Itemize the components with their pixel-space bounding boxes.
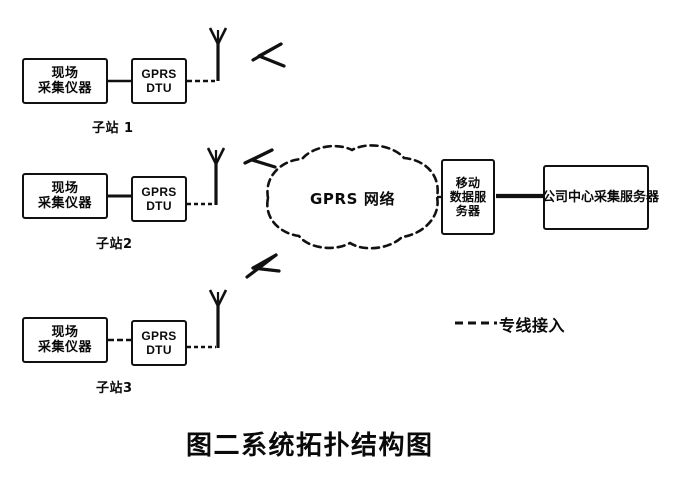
gprs-dtu-box-3[interactable]: GPRS DTU bbox=[131, 320, 187, 366]
field-device-label-line1: 现场 bbox=[51, 180, 79, 196]
substation-caption-3: 子站3 bbox=[96, 381, 133, 396]
gprs-dtu-label-line2: DTU bbox=[146, 199, 172, 213]
mobile-data-server-label-line2: 数据服 bbox=[449, 189, 487, 204]
figure-caption: 图二系统拓扑结构图 bbox=[186, 431, 434, 461]
gprs-dtu-label-line1: GPRS bbox=[141, 184, 177, 199]
field-device-box-1[interactable]: 现场 采集仪器 bbox=[22, 58, 108, 104]
antenna-icon-2 bbox=[206, 147, 226, 205]
company-server-label: 公司中心采集服务器 bbox=[542, 189, 660, 205]
gprs-dtu-label-line2: DTU bbox=[146, 81, 172, 95]
legend-label: 专线接入 bbox=[499, 316, 566, 335]
field-device-box-2[interactable]: 现场 采集仪器 bbox=[22, 173, 108, 219]
field-device-label-line1: 现场 bbox=[51, 324, 79, 340]
field-device-label-line2: 采集仪器 bbox=[37, 81, 92, 96]
substation-caption-1: 子站 1 bbox=[92, 121, 134, 136]
gprs-dtu-box-2[interactable]: GPRS DTU bbox=[131, 176, 187, 222]
field-device-label-line1: 现场 bbox=[51, 65, 79, 81]
field-device-label-line2: 采集仪器 bbox=[37, 340, 92, 355]
gprs-cloud-label: GPRS 网络 bbox=[310, 190, 396, 208]
radio-wave-icon-3 bbox=[245, 253, 281, 279]
antenna-icon-1 bbox=[208, 27, 228, 81]
field-device-box-3[interactable]: 现场 采集仪器 bbox=[22, 317, 108, 363]
gprs-dtu-label-line2: DTU bbox=[146, 343, 172, 357]
company-server-box[interactable]: 公司中心采集服务器 bbox=[542, 165, 660, 230]
radio-wave-icon-1 bbox=[251, 42, 286, 68]
gprs-dtu-box-1[interactable]: GPRS DTU bbox=[131, 58, 187, 104]
radio-wave-icon-2 bbox=[243, 148, 277, 169]
mobile-data-server-label-line3: 务器 bbox=[455, 204, 481, 219]
gprs-dtu-label-line1: GPRS bbox=[141, 328, 177, 343]
gprs-dtu-label-line1: GPRS bbox=[141, 66, 177, 81]
antenna-icon-3 bbox=[208, 289, 228, 348]
substation-caption-2: 子站2 bbox=[96, 237, 133, 252]
mobile-data-server-box[interactable]: 移动 数据服 务器 bbox=[441, 159, 495, 235]
field-device-label-line2: 采集仪器 bbox=[37, 196, 92, 211]
mobile-data-server-label-line1: 移动 bbox=[455, 175, 481, 190]
